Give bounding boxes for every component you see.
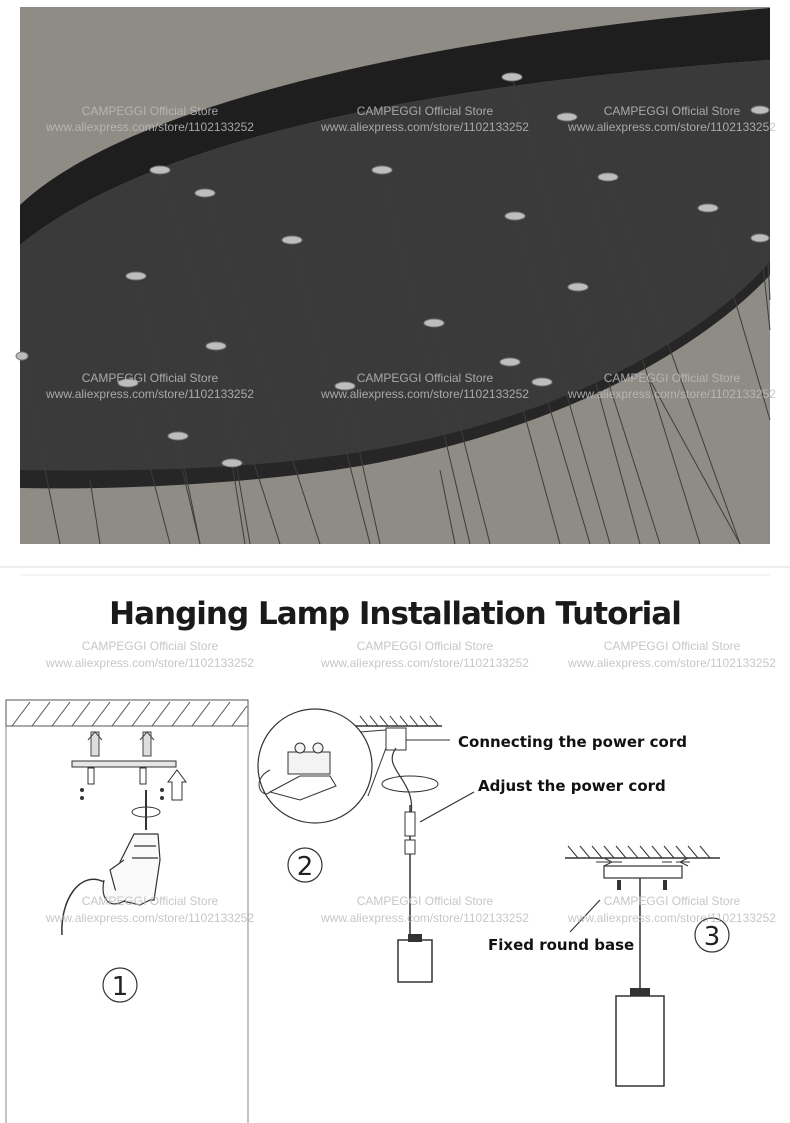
svg-text:www.aliexpress.com/store/11021: www.aliexpress.com/store/1102133252 (567, 120, 776, 134)
step-number-1: 1 (112, 972, 129, 1002)
disc-rim (20, 8, 770, 245)
lamp-disc-render (15, 7, 771, 545)
svg-text:www.aliexpress.com/store/11021: www.aliexpress.com/store/1102133252 (567, 911, 776, 925)
drill-cable (61, 878, 105, 936)
svg-text:CAMPEGGI Official Store: CAMPEGGI Official Store (82, 104, 219, 118)
up-arrow-icon (167, 769, 187, 801)
svg-text:CAMPEGGI Official Store: CAMPEGGI Official Store (82, 371, 219, 385)
round-base (603, 865, 683, 879)
svg-text:CAMPEGGI Official Store: CAMPEGGI Official Store (82, 894, 219, 908)
watermarks: CAMPEGGI Official Store www.aliexpress.c… (45, 104, 776, 925)
drill-icon (102, 833, 161, 906)
step-3-base: 3 Fixed round base (488, 845, 730, 1087)
wire-anchors (15, 72, 770, 468)
step-1-drilling: 1 (5, 699, 249, 1123)
wall-anchors (87, 731, 155, 757)
svg-text:www.aliexpress.com/store/11021: www.aliexpress.com/store/1102133252 (320, 656, 529, 670)
svg-text:CAMPEGGI Official Store: CAMPEGGI Official Store (357, 894, 494, 908)
page-title: Hanging Lamp Installation Tutorial (109, 596, 682, 632)
svg-text:www.aliexpress.com/store/11021: www.aliexpress.com/store/1102133252 (45, 911, 254, 925)
svg-text:CAMPEGGI Official Store: CAMPEGGI Official Store (604, 639, 741, 653)
svg-text:CAMPEGGI Official Store: CAMPEGGI Official Store (604, 894, 741, 908)
ceiling-hatch (11, 701, 248, 727)
svg-text:CAMPEGGI Official Store: CAMPEGGI Official Store (82, 639, 219, 653)
step-number-2: 2 (297, 852, 314, 882)
svg-text:www.aliexpress.com/store/11021: www.aliexpress.com/store/1102133252 (567, 387, 776, 401)
lamp-body-large (615, 995, 665, 1087)
step-number-3: 3 (704, 922, 721, 952)
svg-text:www.aliexpress.com/store/11021: www.aliexpress.com/store/1102133252 (320, 387, 529, 401)
mounting-plate (71, 760, 177, 768)
label-adjust-power-cord: Adjust the power cord (478, 777, 666, 795)
svg-text:www.aliexpress.com/store/11021: www.aliexpress.com/store/1102133252 (320, 911, 529, 925)
svg-text:CAMPEGGI Official Store: CAMPEGGI Official Store (357, 104, 494, 118)
lamp-body-small (397, 939, 433, 983)
hanging-wires (21, 76, 771, 545)
svg-text:www.aliexpress.com/store/11021: www.aliexpress.com/store/1102133252 (320, 120, 529, 134)
svg-text:CAMPEGGI Official Store: CAMPEGGI Official Store (357, 371, 494, 385)
svg-text:www.aliexpress.com/store/11021: www.aliexpress.com/store/1102133252 (567, 656, 776, 670)
svg-text:CAMPEGGI Official Store: CAMPEGGI Official Store (357, 639, 494, 653)
svg-text:CAMPEGGI Official Store: CAMPEGGI Official Store (604, 371, 741, 385)
svg-text:www.aliexpress.com/store/11021: www.aliexpress.com/store/1102133252 (45, 656, 254, 670)
svg-text:www.aliexpress.com/store/11021: www.aliexpress.com/store/1102133252 (45, 120, 254, 134)
label-connecting-power-cord: Connecting the power cord (458, 733, 687, 751)
label-fixed-round-base: Fixed round base (488, 936, 634, 954)
svg-text:CAMPEGGI Official Store: CAMPEGGI Official Store (604, 104, 741, 118)
svg-text:www.aliexpress.com/store/11021: www.aliexpress.com/store/1102133252 (45, 387, 254, 401)
step-2-wiring: 2 Connecting the power cord Adjust the p… (257, 708, 687, 983)
